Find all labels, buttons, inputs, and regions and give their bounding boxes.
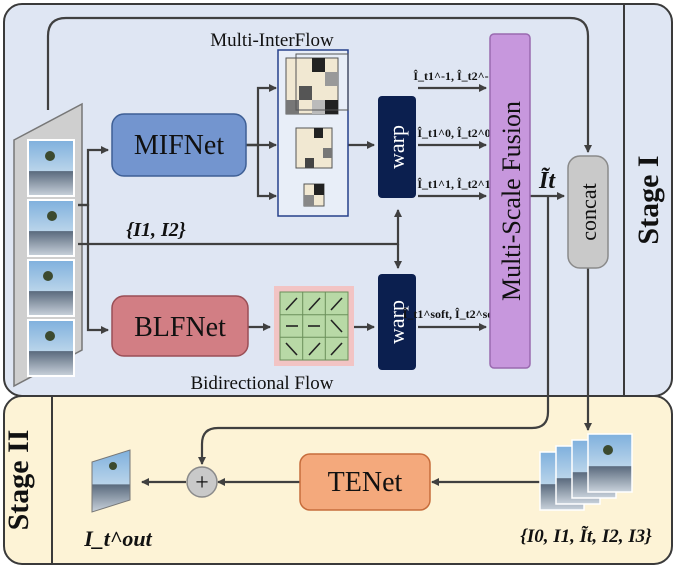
inputs-pair-label: {I1, I2}: [126, 219, 186, 241]
plus-node: +: [186, 466, 218, 498]
mifnet-block: MIFNet: [111, 113, 247, 177]
fusion-block: Multi-Scale Fusion: [489, 33, 531, 369]
tenet-block: TENet: [299, 453, 431, 511]
tenet-label: TENet: [328, 467, 403, 498]
stage2-frames-icon: [539, 433, 633, 511]
warp-bottom-label: warp: [384, 300, 409, 344]
warp-top-label: warp: [384, 125, 409, 169]
concat-block: concat: [567, 155, 609, 269]
bidirectional-flow-label: Bidirectional Flow: [190, 373, 333, 394]
warp-out-1: Î_t1^1, Î_t2^1: [417, 177, 490, 191]
final-out-label: I_t^out: [83, 526, 152, 551]
mifnet-label: MIFNet: [134, 130, 224, 161]
bidir-flow-grid-icon: [274, 286, 354, 366]
blfnet-label: BLFNet: [134, 312, 226, 343]
fusion-label: Multi-Scale Fusion: [497, 101, 526, 301]
concat-label: concat: [576, 183, 601, 240]
warp-bottom-block: warp: [378, 274, 416, 370]
warp-out-0: Î_t1^0, Î_t2^0: [417, 126, 490, 140]
fusion-out-label: Ĩt: [538, 168, 556, 194]
blfnet-block: BLFNet: [111, 295, 249, 357]
stage1-label: Stage I: [632, 155, 665, 244]
warp-out-minus1: Î_t1^-1, Î_t2^-1: [413, 69, 494, 83]
input-frames-icon: [13, 102, 83, 388]
connectors: [46, 16, 592, 486]
warp-out-soft: Î_t1^soft, Î_t2^soft: [403, 307, 502, 321]
stage2-label: Stage II: [2, 430, 35, 531]
plus-sign: +: [195, 470, 209, 496]
output-frame-icon: [91, 449, 131, 513]
multi-interflow-label: Multi-InterFlow: [210, 30, 334, 51]
stage2-inputs-label: {I0, I1, Ĩt, I2, I3}: [520, 526, 652, 547]
flow-map-pyramid-icon: [277, 49, 349, 217]
warp-top-block: warp: [378, 96, 416, 198]
